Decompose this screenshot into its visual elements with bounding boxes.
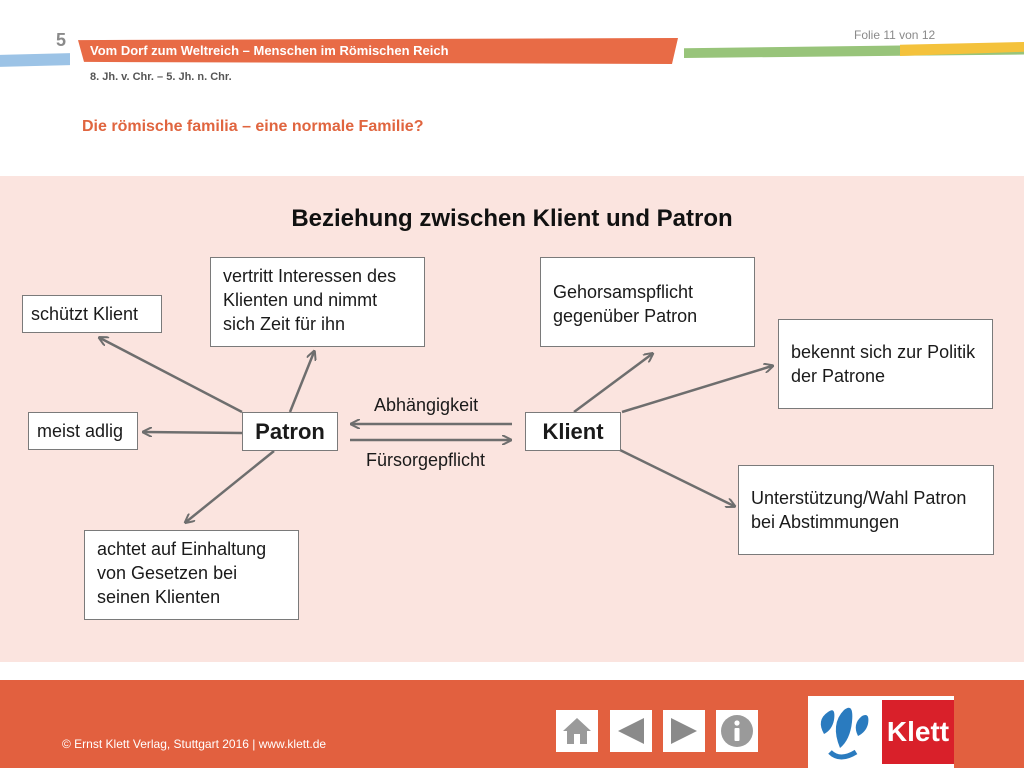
arrow-klient-to-politics <box>621 366 772 414</box>
node-patron: Patron <box>242 412 338 451</box>
node-voting-support: Unterstützung/Wahl Patron bei Abstimmung… <box>738 465 994 555</box>
chapter-number: 5 <box>56 30 67 50</box>
info-button[interactable] <box>716 710 758 752</box>
copyright-text: © Ernst Klett Verlag, Stuttgart 2016 | w… <box>62 737 327 751</box>
previous-button[interactable] <box>610 710 652 752</box>
next-icon <box>671 718 697 744</box>
arrow-klient-to-obedience <box>573 354 652 414</box>
arrow-klient-to-support <box>619 448 734 506</box>
arrow-patron-to-noble <box>144 432 243 433</box>
info-icon <box>721 715 753 747</box>
banner-title: Vom Dorf zum Weltreich – Menschen im Röm… <box>90 43 449 58</box>
klett-logo: Klett <box>808 696 954 768</box>
page-title: Die römische familia – eine normale Fami… <box>82 118 424 135</box>
banner-orange-stripe <box>78 38 678 64</box>
node-obedience-duty: Gehorsamspflicht gegenüber Patron <box>540 257 755 347</box>
edge-label-dependency: Abhängigkeit <box>374 395 479 415</box>
epoch-label: 8. Jh. v. Chr. – 5. Jh. n. Chr. <box>90 71 232 83</box>
home-icon <box>563 718 591 744</box>
node-observes-laws: achtet auf Einhaltung von Gesetzen bei s… <box>84 530 299 620</box>
node-political-support: bekennt sich zur Politik der Patrone <box>778 319 993 409</box>
next-button[interactable] <box>663 710 705 752</box>
home-button[interactable] <box>556 710 598 752</box>
klett-wordmark: Klett <box>882 700 954 764</box>
node-protects-client: schützt Klient <box>22 295 162 333</box>
slide-counter: Folie 11 von 12 <box>854 28 936 42</box>
node-represents-interests: vertritt Interessen des Klienten und nim… <box>210 257 425 347</box>
klett-emblem-icon <box>820 707 869 760</box>
node-klient: Klient <box>525 412 621 451</box>
edge-label-care-duty: Fürsorgepflicht <box>366 450 486 470</box>
node-mostly-noble: meist adlig <box>28 412 138 450</box>
arrow-patron-to-represents <box>288 352 314 413</box>
banner-yellow-stripe <box>900 42 1024 56</box>
diagram-heading: Beziehung zwischen Klient und Patron <box>291 205 733 232</box>
arrow-patron-to-protects <box>100 338 243 414</box>
previous-icon <box>618 718 644 744</box>
arrow-patron-to-laws <box>186 450 275 522</box>
